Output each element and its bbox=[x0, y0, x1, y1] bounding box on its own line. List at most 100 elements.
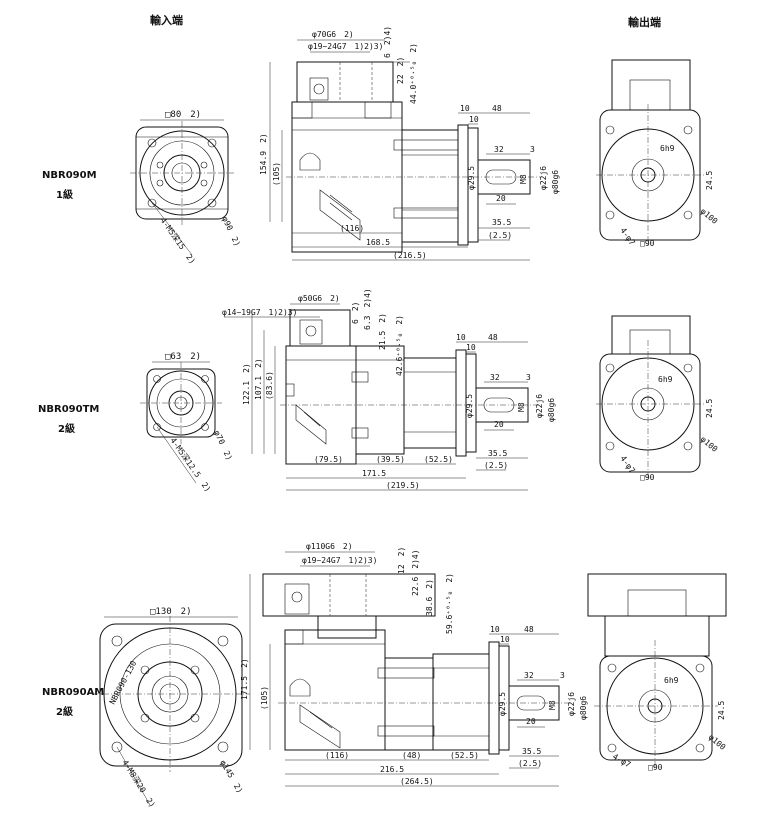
r3-phi7: 4-φ7 bbox=[611, 752, 632, 770]
r3-d25: (2.5) bbox=[518, 759, 542, 768]
r2-d32: 32 bbox=[490, 373, 500, 382]
r2-d295: φ29.5 bbox=[465, 394, 474, 418]
r1-h6: 6h9 bbox=[660, 144, 675, 153]
r1-d1685: 168.5 bbox=[366, 238, 390, 247]
model-label-1: NBR090M 1級 bbox=[42, 170, 97, 201]
r1-d1549: 154.9 2) bbox=[259, 133, 268, 175]
r2-d20: 20 bbox=[494, 420, 504, 429]
r1-d105: (105) bbox=[272, 162, 281, 186]
model-name-1: NBR090M bbox=[42, 170, 97, 181]
r1-phi7: 4-φ7 bbox=[618, 226, 637, 247]
r1-d80g6: φ80g6 bbox=[551, 170, 560, 194]
r2-d836: (83.6) bbox=[265, 371, 274, 400]
r1-d48: 48 bbox=[492, 104, 502, 113]
r1-d25: (2.5) bbox=[488, 231, 512, 240]
r3-sq90: □90 bbox=[648, 763, 663, 772]
r3-m8: M8 bbox=[548, 700, 557, 710]
row2-output-view: 6h9 24.5 φ100 4-φ7 □90 bbox=[596, 315, 720, 482]
r3-d3: 3 bbox=[560, 671, 565, 680]
r1-d295: φ29.5 bbox=[467, 166, 476, 190]
r2-d6: 6 2) bbox=[351, 302, 360, 324]
r2-sq90: □90 bbox=[640, 473, 655, 482]
r2-h6: 6h9 bbox=[658, 375, 673, 384]
r3-d48: 48 bbox=[524, 625, 534, 634]
r3-d48b: (48) bbox=[402, 751, 421, 760]
r2-d355: 35.5 bbox=[488, 449, 507, 458]
r2-phi14: φ14~19G7 1)2)3) bbox=[222, 308, 297, 317]
r1-bolt-in: 4-M5深15 2) bbox=[158, 216, 197, 266]
row3-output-view: 6h9 24.5 φ100 4-φ7 □90 bbox=[587, 573, 728, 772]
row1-output-view: 6h9 24.5 φ100 4-φ7 □90 bbox=[596, 59, 719, 248]
r3-sq-in: □130 2) bbox=[150, 607, 192, 617]
row1-side-view: φ70G6 2) φ19~24G7 1)2)3) 6 2)4) 22 2) 44… bbox=[259, 26, 560, 261]
model-label-3: NBR090AM 2級 bbox=[42, 687, 104, 718]
r2-d1221: 122.1 2) bbox=[242, 363, 251, 405]
model-stage-1: 1級 bbox=[56, 188, 73, 201]
r3-d105: (105) bbox=[260, 686, 269, 710]
r2-d525: (52.5) bbox=[424, 455, 453, 464]
r1-d22j6: φ22j6 bbox=[539, 166, 548, 190]
r3-d12: 12 2) bbox=[397, 547, 406, 574]
model-stage-3: 2級 bbox=[56, 705, 73, 718]
row1-input-view: □80 2) 4-M5深15 2) φ90 2) bbox=[130, 110, 242, 266]
r2-d215: 21.5 2) bbox=[378, 313, 387, 350]
model-label-2: NBR090TM 2級 bbox=[38, 404, 99, 435]
r1-d44: 44.0⁺⁰·⁵₀ 2) bbox=[409, 43, 418, 104]
r3-phi110: φ110G6 2) bbox=[306, 542, 353, 551]
r2-d395: (39.5) bbox=[376, 455, 405, 464]
r3-phi19: φ19~24G7 1)2)3) bbox=[302, 556, 377, 565]
r1-phi19: φ19~24G7 1)2)3) bbox=[308, 42, 383, 51]
r2-m8: M8 bbox=[517, 402, 526, 412]
r2-d426: 42.6⁺⁰·⁵₀ 2) bbox=[395, 315, 404, 376]
r2-d1715: 171.5 bbox=[362, 469, 386, 478]
r1-d6: 6 2)4) bbox=[383, 26, 392, 58]
r1-d32: 32 bbox=[494, 145, 504, 154]
r3-d2165: 216.5 bbox=[380, 765, 404, 774]
r1-d10a: 10 bbox=[460, 104, 470, 113]
r3-d525: (52.5) bbox=[450, 751, 479, 760]
r2-d795: (79.5) bbox=[314, 455, 343, 464]
r1-d3: 3 bbox=[530, 145, 535, 154]
r2-d2195: (219.5) bbox=[386, 481, 420, 490]
r1-d2165: (216.5) bbox=[393, 251, 427, 260]
r1-d20: 20 bbox=[496, 194, 506, 203]
input-end-header: 輸入端 bbox=[150, 13, 183, 27]
r3-phi100: φ100 bbox=[707, 733, 728, 752]
r2-d10a: 10 bbox=[456, 333, 466, 342]
r1-m8: M8 bbox=[519, 174, 528, 184]
r3-d20: 20 bbox=[526, 717, 536, 726]
r2-d245: 24.5 bbox=[705, 399, 714, 418]
r1-d245: 24.5 bbox=[705, 171, 714, 190]
model-name-2: NBR090TM bbox=[38, 404, 99, 415]
r3-d32: 32 bbox=[524, 671, 534, 680]
r1-sq90: □90 bbox=[640, 239, 655, 248]
r3-d295: φ29.5 bbox=[498, 692, 507, 716]
r1-sq-in: □80 2) bbox=[165, 110, 201, 120]
r3-phi145: φ145 2) bbox=[218, 759, 244, 795]
r3-d245: 24.5 bbox=[717, 701, 726, 720]
output-end-header: 輸出端 bbox=[628, 15, 661, 29]
r2-bolt-in: 4-M5深12.5 2) bbox=[168, 436, 212, 494]
model-stage-2: 2級 bbox=[58, 422, 75, 435]
r2-d10b: 10 bbox=[466, 343, 476, 352]
r3-h6: 6h9 bbox=[664, 676, 679, 685]
r2-d48: 48 bbox=[488, 333, 498, 342]
r3-d1715v: 171.5 2) bbox=[240, 658, 249, 700]
r2-sq-in: □63 2) bbox=[165, 352, 201, 362]
r3-d10a: 10 bbox=[490, 625, 500, 634]
model-name-3: NBR090AM bbox=[42, 687, 104, 698]
r2-phi50: φ50G6 2) bbox=[298, 294, 340, 303]
r3-d80g6: φ80g6 bbox=[579, 696, 588, 720]
r3-d355: 35.5 bbox=[522, 747, 541, 756]
r2-phi100: φ100 bbox=[699, 435, 720, 454]
r3-d2645: (264.5) bbox=[400, 777, 434, 786]
r3-d10b: 10 bbox=[500, 635, 510, 644]
r2-d80g6: φ80g6 bbox=[547, 398, 556, 422]
r1-d10b: 10 bbox=[469, 115, 479, 124]
r1-d22: 22 2) bbox=[396, 57, 405, 84]
r2-d1071: 107.1 2) bbox=[254, 358, 263, 400]
r1-d355: 35.5 bbox=[492, 218, 511, 227]
r2-d22j6: φ22j6 bbox=[535, 394, 544, 418]
r2-d63: 6.3 2)4) bbox=[363, 288, 372, 330]
